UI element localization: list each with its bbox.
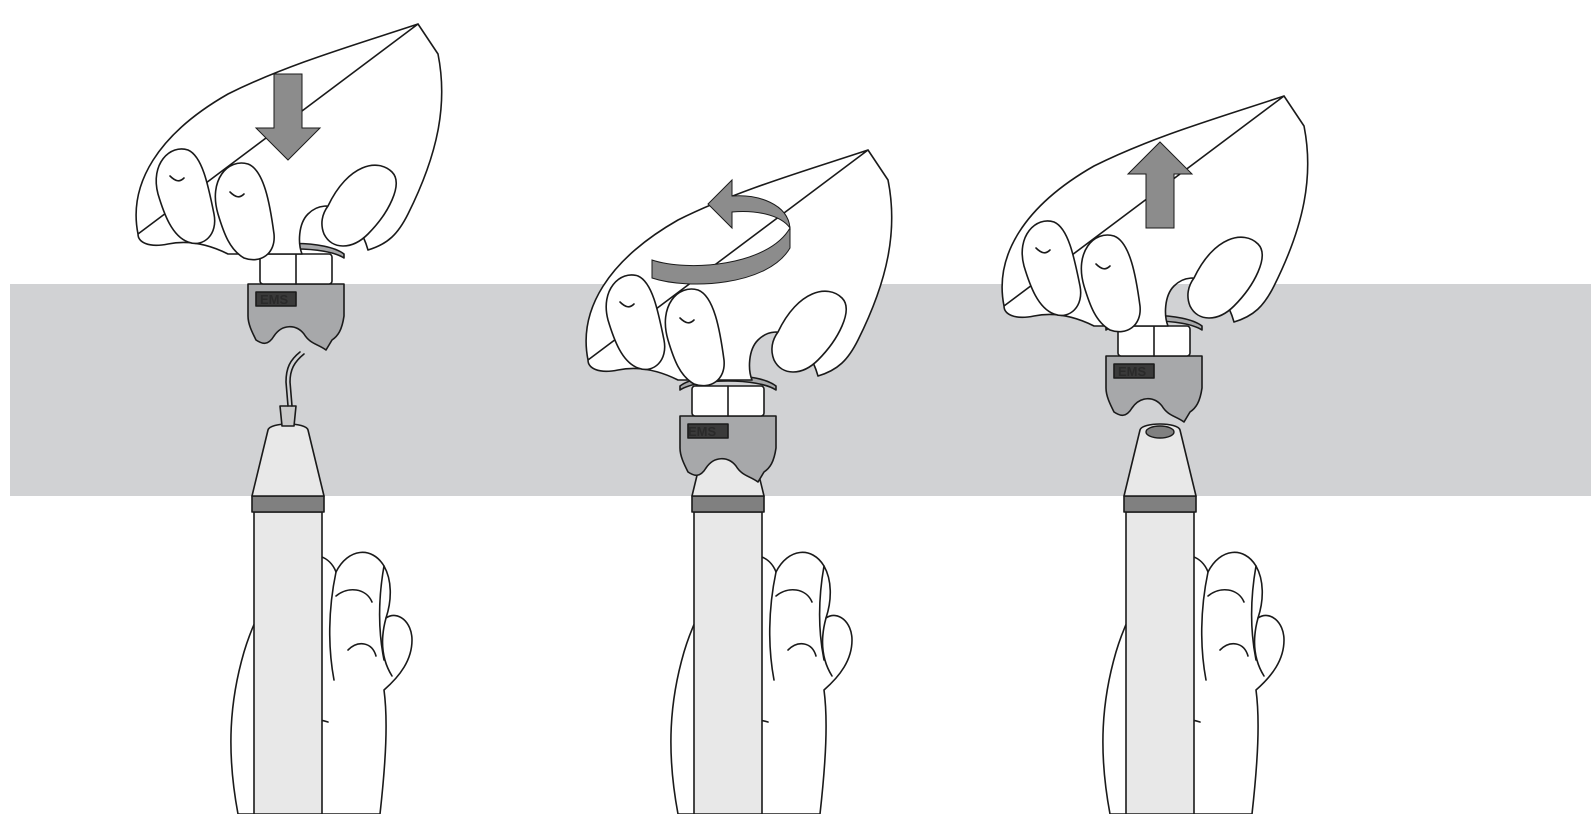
tip	[280, 406, 296, 426]
ems-logo-text: EMS	[1118, 364, 1147, 379]
handpiece	[1124, 424, 1196, 814]
handpiece	[252, 424, 324, 814]
ems-logo-text: EMS	[688, 424, 717, 439]
handpiece-nose-opening	[1146, 426, 1174, 438]
ems-logo-text: EMS	[260, 292, 289, 307]
handpiece	[692, 424, 764, 814]
